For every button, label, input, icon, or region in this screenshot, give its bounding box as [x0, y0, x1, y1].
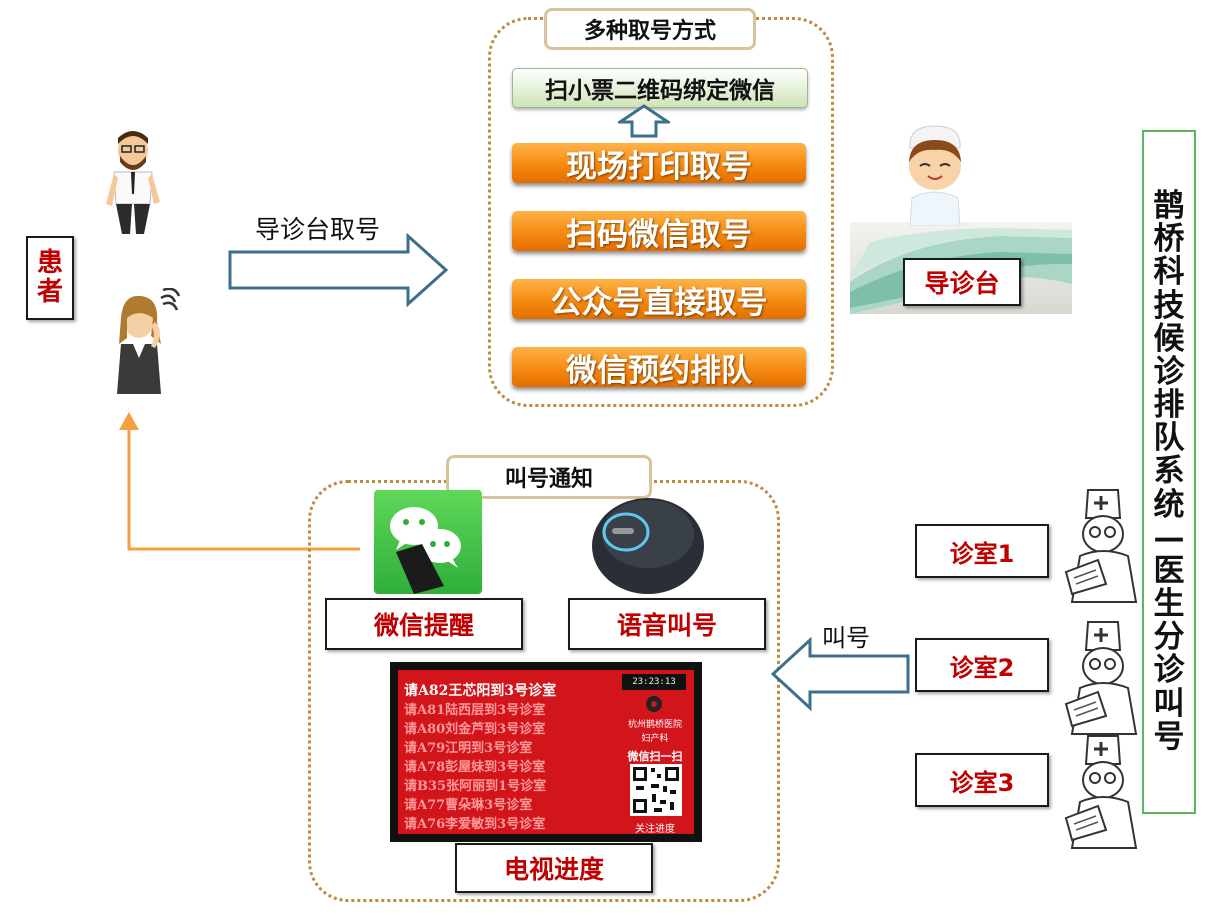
- wechat-reserve-button[interactable]: 微信预约排队: [512, 347, 806, 389]
- onsite-print-button[interactable]: 现场打印取号: [512, 143, 806, 185]
- tv-display: 请A82王芯阳到3号诊室 请A81陆西层到3号诊室 请A80刘金芦到3号诊室 请…: [390, 662, 702, 842]
- guide-arrow-label: 导诊台取号: [255, 215, 381, 244]
- female-patient-icon: [117, 288, 181, 394]
- tv-row: 请A79江明到3号诊室: [404, 741, 533, 756]
- nurse-icon: [909, 125, 961, 226]
- official-account-button[interactable]: 公众号直接取号: [512, 279, 806, 321]
- room-1-label: 诊室1: [915, 524, 1049, 578]
- tv-row: 请A80刘金芦到3号诊室: [404, 722, 546, 737]
- doctor-icon: [1064, 621, 1138, 735]
- tv-row: 请A78彭屋妹到3号诊室: [404, 760, 546, 775]
- call-arrow: [770, 636, 910, 712]
- tv-row: 请A81陆西层到3号诊室: [404, 703, 546, 718]
- notify-to-patient-arrow: [119, 412, 360, 551]
- guide-desk-label: 导诊台: [903, 258, 1021, 306]
- tv-screen: 请A82王芯阳到3号诊室 请A81陆西层到3号诊室 请A80刘金芦到3号诊室 请…: [398, 670, 694, 835]
- wechat-remind-label: 微信提醒: [325, 598, 523, 650]
- tv-progress-label: 电视进度: [455, 843, 653, 893]
- tv-hospital-name: 杭州鹊桥医院: [627, 720, 682, 730]
- up-arrow-icon: [618, 104, 670, 138]
- call-arrow-label: 叫号: [822, 624, 870, 652]
- doctor-icon: [1064, 489, 1138, 603]
- room-3-label: 诊室3: [915, 753, 1049, 807]
- male-patient-icon: [106, 131, 160, 234]
- guide-to-ticket-arrow: [228, 232, 449, 308]
- tv-follow-text: 关注进度: [635, 824, 675, 835]
- smart-speaker-icon: [592, 498, 704, 594]
- voice-call-label: 语音叫号: [568, 598, 766, 650]
- system-title: 鹊 桥 科 技 候 诊 排 队 系 统 — 医 生 分 诊 叫 号: [1142, 130, 1196, 814]
- tv-row: 请A76李爱敏到3号诊室: [404, 817, 546, 832]
- tv-dept: 妇产科: [641, 734, 669, 744]
- qr-code-icon: [630, 764, 682, 816]
- hospital-logo-icon: [646, 696, 662, 712]
- patient-label: 患者: [26, 236, 74, 320]
- room-2-label: 诊室2: [915, 638, 1049, 692]
- tv-row: 请B35张阿丽到1号诊室: [404, 779, 547, 794]
- scan-wechat-button[interactable]: 扫码微信取号: [512, 211, 806, 253]
- tv-row: 请A82王芯阳到3号诊室: [404, 683, 557, 699]
- tv-scan-text: 微信扫一扫: [627, 750, 683, 763]
- bind-wechat-button[interactable]: 扫小票二维码绑定微信: [512, 68, 808, 108]
- tv-row: 请A77曹朵琳3号诊室: [404, 798, 533, 813]
- doctor-icon: [1064, 735, 1138, 849]
- ticket-section-title: 多种取号方式: [544, 8, 756, 50]
- wechat-app-icon: [374, 490, 482, 594]
- tv-clock: 23:23:13: [622, 674, 686, 690]
